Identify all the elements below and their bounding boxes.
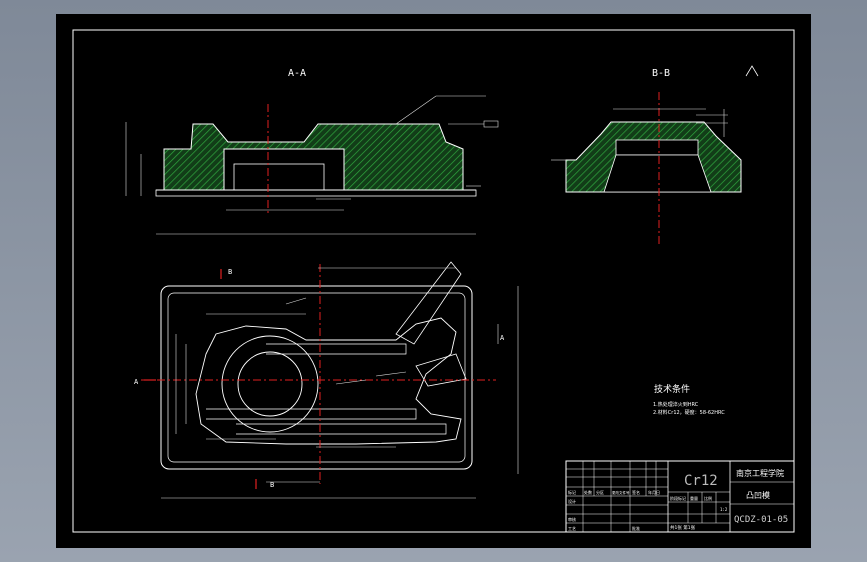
svg-text:更改文件号: 更改文件号 bbox=[612, 490, 630, 495]
svg-text:批准: 批准 bbox=[632, 525, 640, 531]
part-name: 凸凹模 bbox=[746, 490, 770, 500]
view-marker-b-bottom: B bbox=[270, 481, 274, 489]
title-block: Cr12 南京工程学院 凸凹模 QCDZ-01-05 1:2 共1张 第1张 标… bbox=[565, 460, 795, 533]
svg-text:处数: 处数 bbox=[584, 489, 592, 495]
material-cell: Cr12 bbox=[684, 473, 718, 489]
svg-text:审核: 审核 bbox=[568, 516, 576, 522]
svg-text:年月日: 年月日 bbox=[648, 489, 660, 495]
notes-title: 技术条件 bbox=[654, 383, 690, 395]
cad-drawing: A-A bbox=[72, 29, 795, 533]
view-marker-b-top: B bbox=[228, 268, 232, 276]
drawing-number: QCDZ-01-05 bbox=[734, 515, 788, 525]
section-b-b: B-B bbox=[551, 65, 759, 244]
svg-text:签名: 签名 bbox=[632, 489, 640, 495]
section-b-label: B-B bbox=[652, 68, 670, 79]
plate-outline bbox=[160, 285, 473, 470]
section-a-a: A-A bbox=[125, 68, 499, 235]
technical-notes: 技术条件 1.热处理淬火到HRC 2.材料Cr12，硬度：58-62HRC bbox=[653, 383, 725, 416]
scale-value: 1:2 bbox=[720, 507, 728, 512]
sheet-info: 共1张 第1张 bbox=[670, 524, 696, 531]
svg-text:工艺: 工艺 bbox=[568, 526, 576, 531]
note-1: 1.热处理淬火到HRC bbox=[653, 401, 699, 408]
drawing-sheet: A-A bbox=[56, 14, 811, 548]
svg-text:分区: 分区 bbox=[596, 489, 604, 495]
center-boss-inner bbox=[237, 351, 303, 417]
svg-text:阶段标记: 阶段标记 bbox=[670, 495, 686, 501]
svg-text:标记: 标记 bbox=[568, 489, 576, 495]
svg-text:比例: 比例 bbox=[704, 495, 712, 501]
cavity-outline bbox=[195, 317, 462, 445]
section-a-label: A-A bbox=[288, 68, 306, 79]
center-boss-outer bbox=[221, 335, 319, 433]
view-marker-a-left: A bbox=[134, 378, 139, 386]
note-2: 2.材料Cr12，硬度：58-62HRC bbox=[653, 409, 725, 416]
svg-text:重量: 重量 bbox=[690, 495, 698, 501]
school-name: 南京工程学院 bbox=[736, 468, 784, 478]
svg-text:设计: 设计 bbox=[568, 498, 576, 504]
top-view: B B A A bbox=[134, 261, 519, 499]
drawing-border bbox=[72, 29, 795, 533]
view-marker-a-right: A bbox=[500, 334, 505, 342]
